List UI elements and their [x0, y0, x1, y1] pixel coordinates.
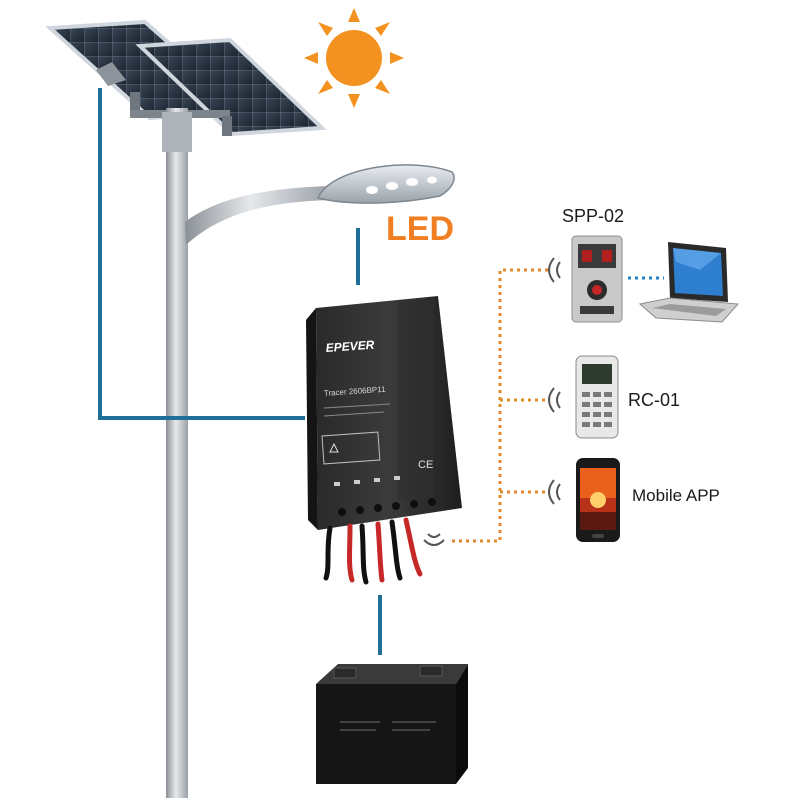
mobile-app-label: Mobile APP [632, 486, 720, 506]
battery [316, 664, 468, 784]
wireless-icon [549, 388, 560, 412]
smartphone [576, 458, 620, 542]
rc-01-label: RC-01 [628, 390, 680, 411]
sun-icon [304, 8, 404, 108]
laptop [640, 242, 738, 322]
controller-cables [326, 520, 420, 582]
wireless-icon [424, 534, 444, 545]
ce-mark: CE [418, 459, 433, 471]
spp-02-device [572, 236, 622, 322]
led-label: LED [386, 210, 454, 249]
wireless-links [452, 270, 548, 541]
street-lamp-pole [162, 108, 330, 798]
rc-01-remote [576, 356, 618, 438]
wireless-icon [549, 480, 560, 504]
charge-controller: EPEVER Tracer 2606BP11 CE [306, 296, 462, 530]
spp-02-label: SPP-02 [562, 206, 624, 227]
street-lamp [318, 165, 454, 203]
wireless-icon [549, 258, 560, 282]
